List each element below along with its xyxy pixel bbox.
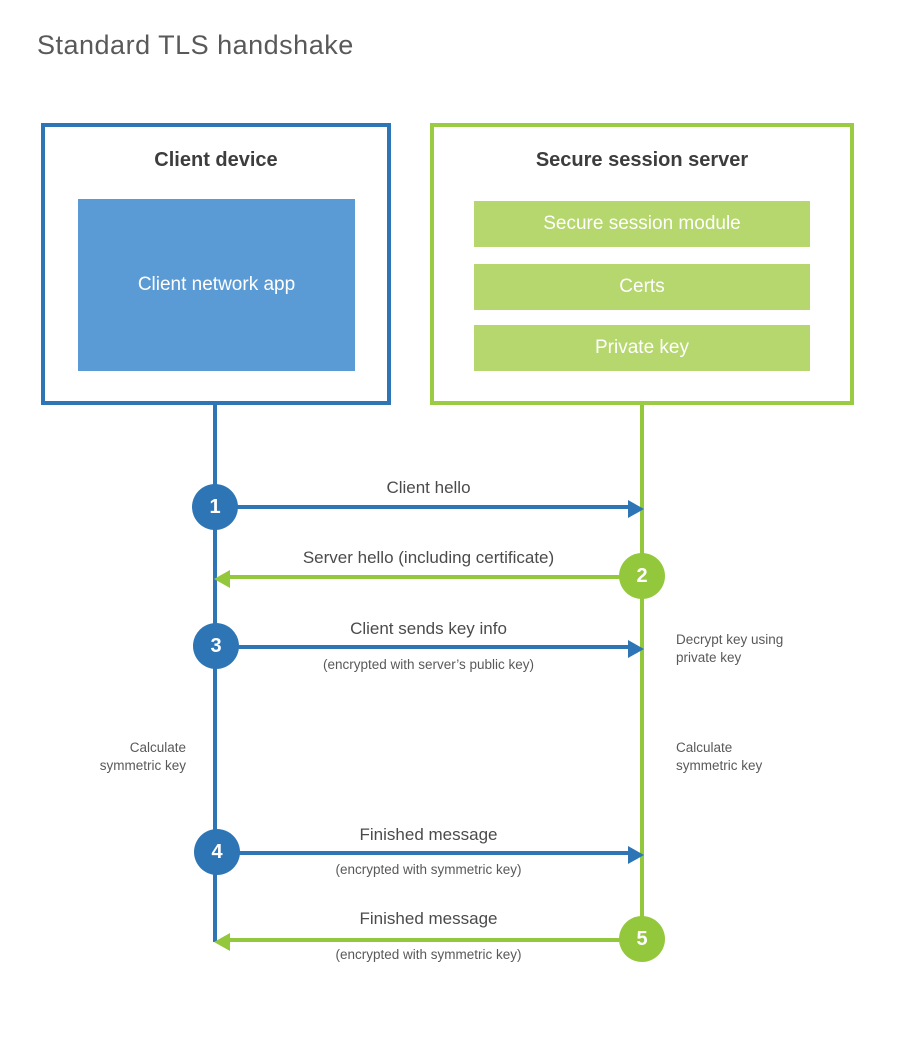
arrowhead-right-icon [628,500,644,518]
step-number: 4 [211,840,223,863]
client-lifeline [213,405,217,942]
arrowhead-right-icon [628,640,644,658]
step-1-badge: 1 [192,484,238,530]
step-5-badge: 5 [619,916,665,962]
step-number: 2 [636,564,648,587]
note-calc-symmetric-left: Calculate symmetric key [99,740,186,773]
step-2-badge: 2 [619,553,665,599]
step-3-badge: 3 [193,623,239,669]
server-module-certs: Certs [474,264,810,310]
step-number: 3 [210,634,222,657]
server-lifeline [640,405,644,940]
server-module-label: Private key [595,337,689,358]
server-module-label: Secure session module [543,213,741,234]
arrow-finished-server [229,938,620,942]
arrow-server-hello [229,575,620,579]
arrow-client-key-info [238,645,629,649]
msg-client-key-info: Client sends key info [350,619,507,638]
server-module-secure-session: Secure session module [474,201,810,247]
arrowhead-left-icon [214,933,230,951]
secure-session-server-title: Secure session server [535,149,749,171]
msg-finished-server: Finished message [359,909,498,928]
page-title: Standard TLS handshake [37,30,354,60]
arrowhead-right-icon [628,846,644,864]
msg-client-key-info-sub: (encrypted with server’s public key) [322,657,535,672]
note-decrypt-key: Decrypt key using private key [676,632,784,665]
msg-client-hello: Client hello [386,478,471,497]
arrow-client-hello [237,505,629,509]
msg-finished-client: Finished message [359,825,498,844]
client-device-title: Client device [154,149,278,171]
server-module-private-key: Private key [474,325,810,371]
step-number: 5 [636,927,648,950]
secure-session-server-box: Secure session server Secure session mod… [430,123,854,405]
step-number: 1 [209,495,221,518]
client-network-app-label: Client network app [137,274,296,296]
client-device-box: Client device Client network app [41,123,391,405]
note-calc-symmetric-right: Calculate symmetric key [676,740,763,773]
msg-finished-server-sub: (encrypted with symmetric key) [335,947,522,962]
arrowhead-left-icon [214,570,230,588]
msg-server-hello: Server hello (including certificate) [302,548,555,567]
arrow-finished-client [239,851,629,855]
client-network-app-box: Client network app [78,199,355,371]
msg-finished-client-sub: (encrypted with symmetric key) [335,862,522,877]
server-module-label: Certs [619,276,665,297]
step-4-badge: 4 [194,829,240,875]
